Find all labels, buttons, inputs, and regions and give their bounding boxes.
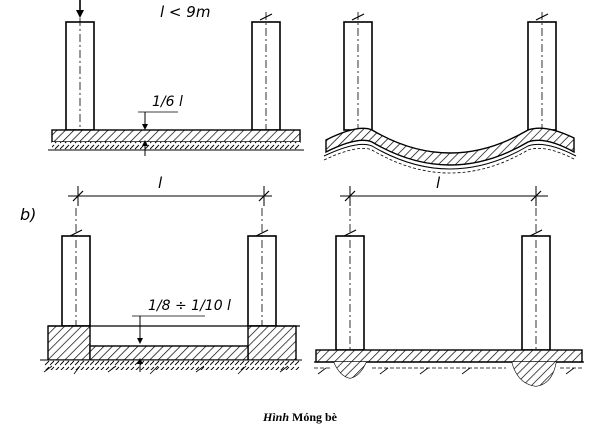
raft-slab-b [89, 345, 249, 361]
ground-soil-a [52, 142, 300, 150]
thickness-dimension-b [132, 315, 205, 372]
span-dimension-b-right [340, 186, 548, 206]
panel-b-right: l [314, 174, 584, 387]
column-right-a [251, 12, 281, 132]
deformed-ground-line [323, 143, 577, 170]
thickness-label-a: 1/6 l [152, 94, 183, 110]
thickness-label-b: 1/8 ÷ 1/10 l [148, 298, 231, 314]
column-left-b2 [335, 208, 365, 351]
span-label-left: l [158, 174, 163, 192]
column-left-b [61, 208, 91, 327]
panel-a-left: l < 9m 1/6 l [48, 0, 304, 156]
column-right-b2 [521, 208, 551, 351]
column-right-a2 [527, 12, 557, 132]
raft-slab-b2 [315, 349, 583, 363]
edge-beam-left [47, 325, 91, 361]
figure-caption: Hình Móng bè [0, 410, 600, 425]
column-right-b [247, 208, 277, 327]
column-left-a2 [343, 12, 373, 132]
panel-b-left: b) l [20, 174, 302, 375]
deformed-raft-slab [325, 127, 575, 166]
span-dimension-b-left [68, 186, 272, 206]
panel-a-right [323, 12, 577, 174]
edge-beam-right [247, 325, 297, 361]
span-limit-label: l < 9m [160, 3, 210, 21]
ground-soil-b [44, 360, 300, 370]
load-arrow-icon [76, 0, 84, 18]
span-label-right: l [436, 174, 441, 192]
panel-b-label: b) [20, 205, 36, 224]
raft-slab-a [51, 129, 301, 143]
caption-title: Móng bè [292, 410, 337, 424]
caption-prefix: Hình [262, 410, 289, 424]
column-left-a [65, 18, 95, 132]
thickness-dimension-a [138, 111, 178, 156]
